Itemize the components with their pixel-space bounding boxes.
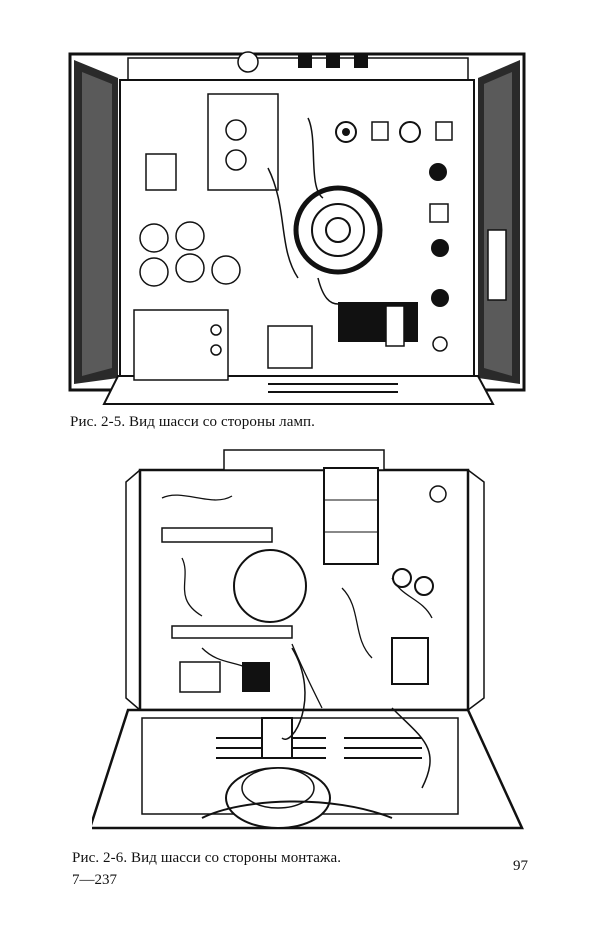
chassis-tube-side-illustration xyxy=(68,51,526,405)
figure-2-6-caption: Рис. 2-6. Вид шасси со стороны монтажа. xyxy=(72,850,342,866)
chassis-wiring-side-illustration xyxy=(92,449,524,830)
figure-2-5-caption: Рис. 2-5. Вид шасси со стороны ламп. xyxy=(70,414,316,430)
signature-mark: 7—237 xyxy=(72,872,117,888)
figure-2-6 xyxy=(92,448,532,840)
figure-2-5 xyxy=(68,48,528,410)
page-number: 97 xyxy=(513,858,528,874)
